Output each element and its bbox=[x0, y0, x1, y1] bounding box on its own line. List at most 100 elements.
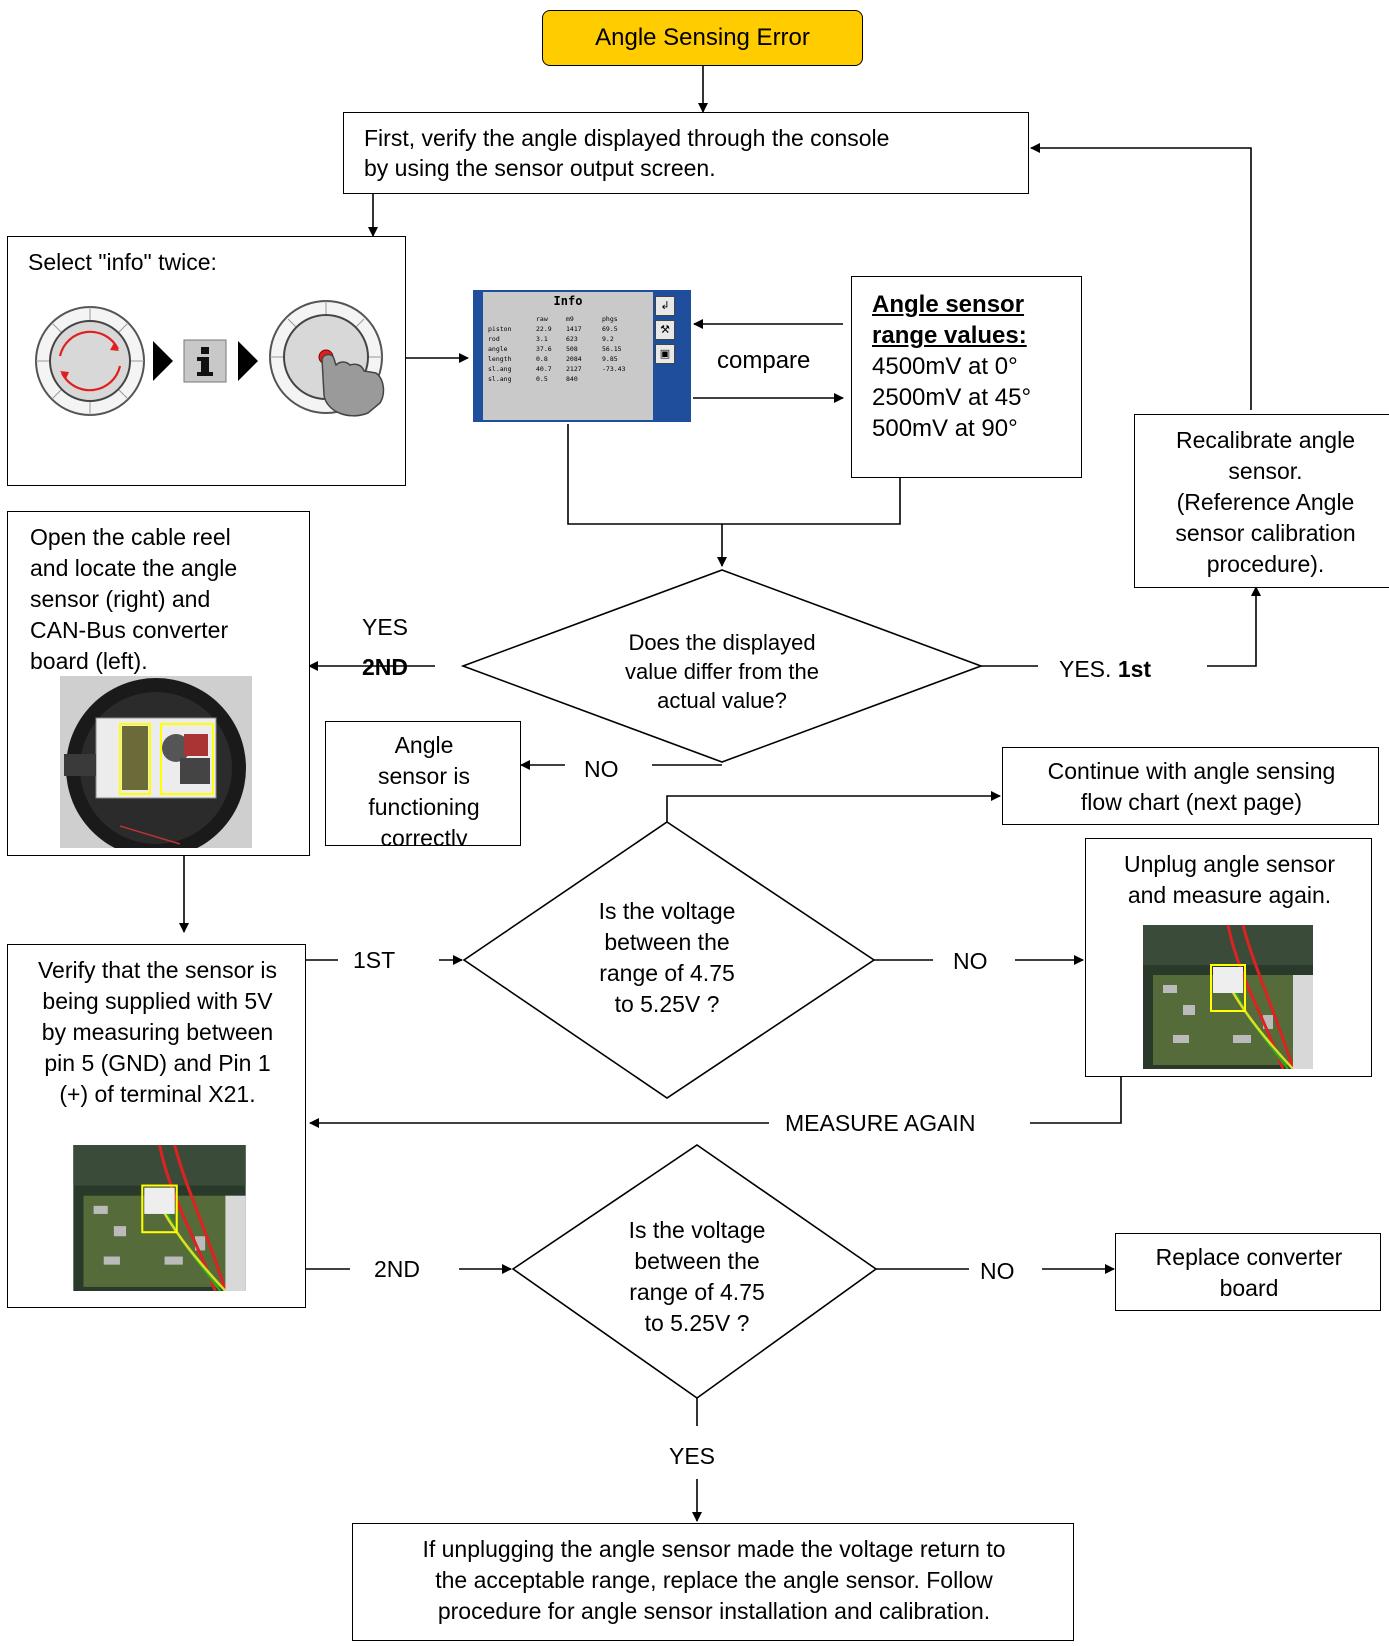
info-screen-cell: 840 bbox=[566, 375, 578, 383]
yes-label: YES bbox=[669, 1443, 716, 1469]
info-screen-cell: length bbox=[488, 355, 512, 363]
decision-differ-line: value differ from the bbox=[624, 659, 820, 684]
info-screen-cell: 2127 bbox=[566, 365, 582, 373]
decision-voltage-2-line: to 5.25V ? bbox=[644, 1310, 750, 1336]
decision-voltage-1-line: to 5.25V ? bbox=[614, 991, 720, 1017]
decision-differ-line: actual value? bbox=[657, 688, 787, 713]
replace-board-line: board bbox=[1219, 1275, 1279, 1301]
open-reel-line: sensor (right) and bbox=[30, 586, 211, 612]
info-screen-cell: 623 bbox=[566, 335, 578, 343]
info-screen-cell: 69.5 bbox=[602, 325, 618, 333]
unplug-box: Unplug angle sensor and measure again. bbox=[1085, 838, 1372, 1077]
functioning-line: Angle bbox=[394, 732, 454, 758]
info-screen-cell: 1417 bbox=[566, 325, 582, 333]
replace-board-line: Replace converter bbox=[1155, 1244, 1343, 1270]
first-label: 1st bbox=[1117, 656, 1152, 682]
open-reel-line: CAN-Bus converter bbox=[30, 617, 229, 643]
measure-again-label: MEASURE AGAIN bbox=[785, 1110, 976, 1136]
functioning-line: functioning bbox=[368, 794, 480, 820]
select-info-box: Select "info" twice: bbox=[7, 236, 406, 486]
knob-rotate-icon bbox=[35, 306, 145, 416]
info-screen-cell: 0.8 bbox=[536, 355, 548, 363]
functioning-line: sensor is bbox=[377, 763, 471, 789]
line-measure-again-a bbox=[1030, 1077, 1122, 1124]
yes-label: YES bbox=[362, 614, 409, 640]
final-line: If unplugging the angle sensor made the … bbox=[422, 1536, 1006, 1562]
second-path-label: 2ND bbox=[374, 1256, 421, 1282]
info-screen-header: m9 bbox=[566, 315, 574, 323]
info-screen-header: raw bbox=[536, 315, 548, 323]
cable-reel-photo bbox=[60, 676, 252, 848]
info-screen-cell: 40.7 bbox=[536, 365, 552, 373]
start-terminal: Angle Sensing Error bbox=[542, 10, 863, 66]
decision-differ-line: Does the displayed bbox=[628, 630, 816, 655]
recalibrate-line: sensor calibration bbox=[1175, 520, 1356, 546]
recalibrate-line: sensor. bbox=[1228, 458, 1303, 484]
recalibrate-box: Recalibrate angle sensor. (Reference Ang… bbox=[1134, 414, 1389, 588]
info-screen-cell: 3.1 bbox=[536, 335, 548, 343]
select-info-label: Select "info" twice: bbox=[28, 249, 217, 275]
open-reel-box: Open the cable reel and locate the angle… bbox=[7, 511, 310, 856]
continue-line: Continue with angle sensing bbox=[1047, 758, 1336, 784]
verify-supply-line: by measuring between bbox=[41, 1019, 274, 1045]
functioning-line: correctly bbox=[380, 825, 468, 846]
decision-voltage-2-line: between the bbox=[634, 1248, 760, 1274]
circuit-board-photo bbox=[1143, 925, 1313, 1069]
screen-tool-icon: ⚒ bbox=[655, 320, 675, 340]
chevron-right-icon bbox=[238, 341, 258, 381]
info-screen-cell bbox=[602, 374, 642, 384]
range-title: Angle sensor bbox=[872, 291, 1025, 318]
arrow-decision1-to-continue bbox=[666, 791, 1001, 822]
no-label: NO bbox=[980, 1258, 1015, 1284]
open-reel-line: board (left). bbox=[30, 648, 148, 674]
info-screen-cell: sl.ang bbox=[488, 375, 512, 383]
decision-voltage-2-line: range of 4.75 bbox=[629, 1279, 765, 1305]
screen-back-icon: ↲ bbox=[655, 296, 675, 316]
info-screen-cell: rod bbox=[488, 335, 500, 343]
info-screen-cell: 508 bbox=[566, 345, 578, 353]
recalibrate-line: procedure). bbox=[1206, 551, 1325, 577]
info-screen-cell: angle bbox=[488, 345, 508, 353]
info-screen-cell: 56.15 bbox=[602, 345, 622, 353]
final-line: the acceptable range, replace the angle … bbox=[435, 1567, 993, 1593]
continue-box: Continue with angle sensing flow chart (… bbox=[1002, 747, 1379, 825]
start-label: Angle Sensing Error bbox=[595, 24, 810, 51]
verify-line: First, verify the angle displayed throug… bbox=[364, 125, 890, 151]
verify-supply-line: being supplied with 5V bbox=[42, 988, 273, 1014]
range-value: 4500mV at 0° bbox=[872, 353, 1018, 380]
verify-supply-line: Verify that the sensor is bbox=[37, 957, 278, 983]
arrow-recalibrate-to-verify bbox=[1030, 143, 1252, 410]
info-screen-cell: 9.85 bbox=[602, 355, 618, 363]
info-screen-cell: 2084 bbox=[566, 355, 582, 363]
decision-voltage-2-line: Is the voltage bbox=[628, 1217, 766, 1243]
info-screen-cell: 0.5 bbox=[536, 375, 548, 383]
replace-board-box: Replace converter board bbox=[1115, 1233, 1381, 1311]
yes-1st-label: YES. 1st bbox=[1059, 654, 1151, 684]
final-line: procedure for angle sensor installation … bbox=[437, 1598, 991, 1624]
info-screen-cell: -73.43 bbox=[602, 365, 626, 373]
verify-supply-box: Verify that the sensor is being supplied… bbox=[7, 944, 306, 1308]
terminal-x21-photo bbox=[73, 1145, 246, 1291]
info-screen-cell: sl.ang bbox=[488, 365, 512, 373]
chevron-right-icon bbox=[153, 341, 173, 381]
line-screen-merge bbox=[567, 424, 901, 525]
decision-voltage-1-diamond bbox=[462, 821, 876, 1099]
recalibrate-line: (Reference Angle bbox=[1176, 489, 1355, 515]
range-value: 2500mV at 45° bbox=[872, 384, 1032, 411]
open-reel-line: and locate the angle bbox=[30, 555, 238, 581]
unplug-line: and measure again. bbox=[1127, 882, 1332, 908]
info-screen-cell: 9.2 bbox=[602, 335, 614, 343]
continue-line: flow chart (next page) bbox=[1080, 789, 1303, 815]
recalibrate-line: Recalibrate angle bbox=[1175, 427, 1355, 453]
functioning-box: Angle sensor is functioning correctly bbox=[325, 721, 521, 846]
decision-differ-diamond bbox=[460, 569, 984, 763]
verify-supply-line: (+) of terminal X21. bbox=[59, 1081, 256, 1107]
final-box: If unplugging the angle sensor made the … bbox=[352, 1523, 1074, 1641]
decision-voltage-1-line: range of 4.75 bbox=[599, 960, 735, 986]
verify-line: by using the sensor output screen. bbox=[364, 155, 716, 181]
range-title: range values: bbox=[872, 322, 1027, 349]
verify-supply-line: pin 5 (GND) and Pin 1 bbox=[44, 1050, 271, 1076]
